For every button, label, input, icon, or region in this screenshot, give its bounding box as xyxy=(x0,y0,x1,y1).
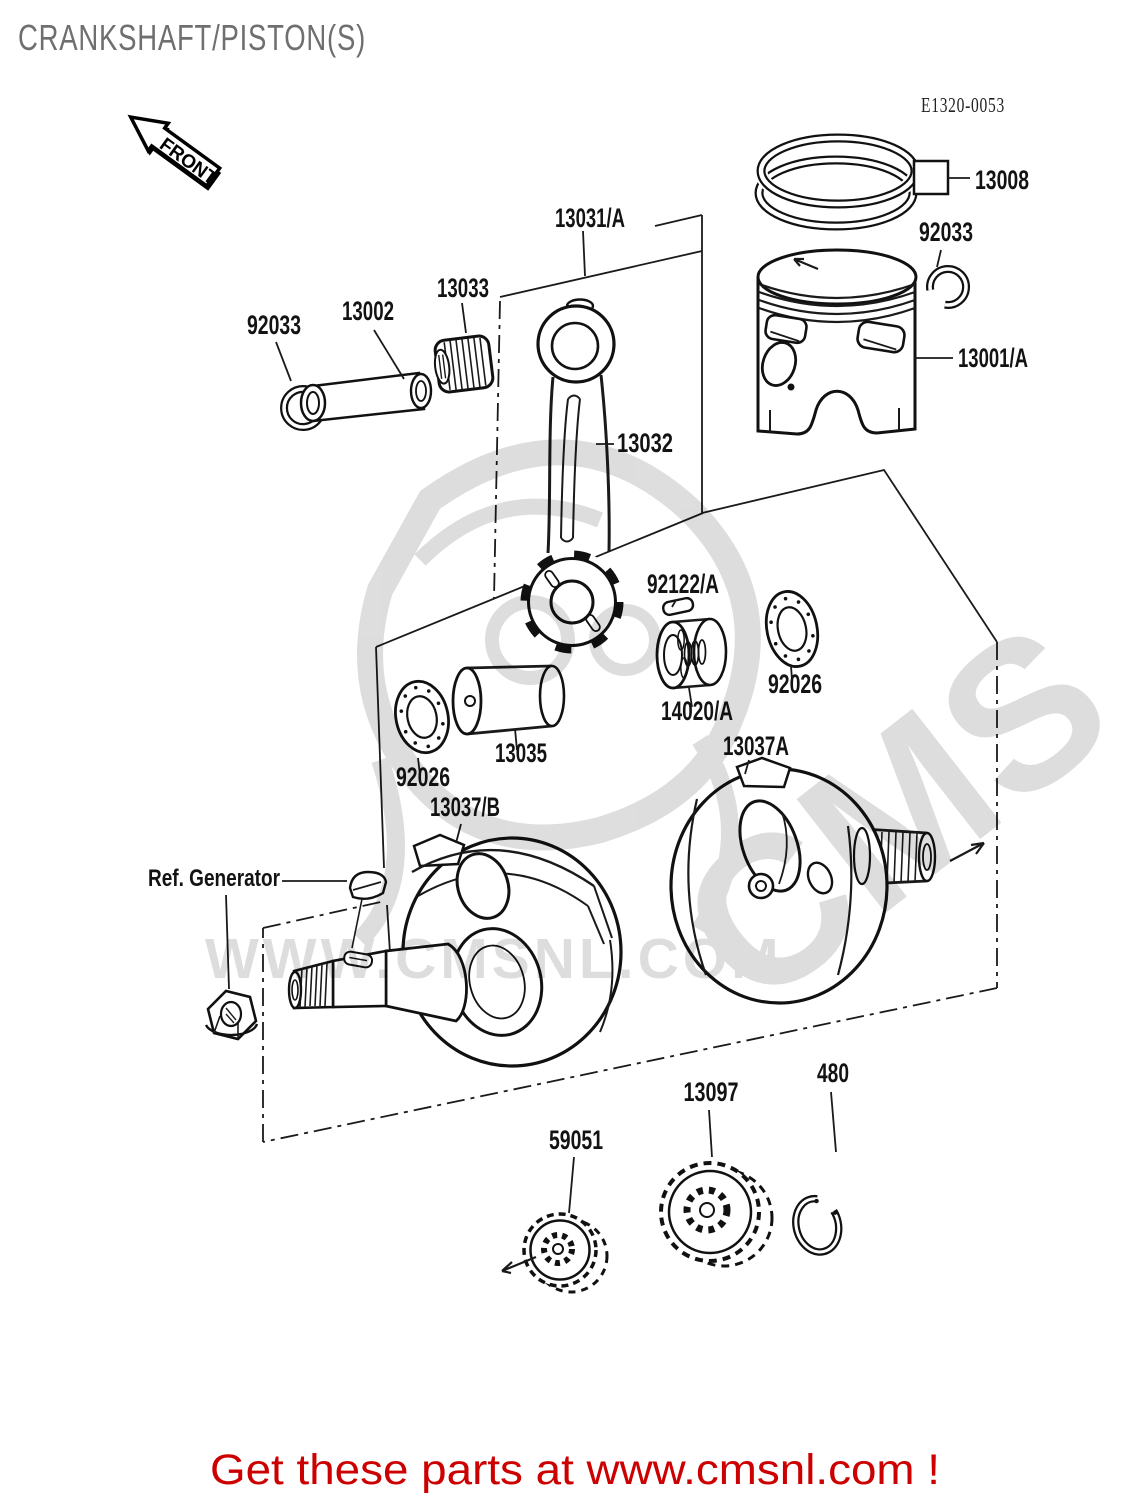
leader-lines xyxy=(225,177,970,1214)
pointer-arrow-bottom xyxy=(501,1255,537,1275)
ring-gap-marker xyxy=(912,159,950,196)
part-label-92026-right[interactable]: 92026 xyxy=(768,669,822,699)
part-label-ref-generator[interactable]: Ref. Generator xyxy=(148,865,280,892)
crown-direction-arrow xyxy=(793,257,819,271)
diagram-code: E1320-0053 xyxy=(921,93,1005,117)
watermark-url-text: WWW.CMSNL.COM xyxy=(205,927,783,991)
oil-pump-gear-drawing xyxy=(522,1212,609,1294)
crank-web-right-drawing xyxy=(669,756,937,1005)
circlip-right-drawing xyxy=(926,264,971,309)
page-title: CRANKSHAFT/PISTON(S) xyxy=(18,17,366,58)
primary-gear-drawing xyxy=(659,1161,774,1268)
part-label-480[interactable]: 480 xyxy=(817,1058,849,1088)
part-label-13001a[interactable]: 13001/A xyxy=(958,343,1028,373)
connecting-rod-drawing xyxy=(520,298,624,654)
part-label-13008[interactable]: 13008 xyxy=(975,165,1029,195)
part-label-13002[interactable]: 13002 xyxy=(342,296,394,326)
crank-web-left-drawing xyxy=(287,833,623,1068)
part-label-13037a[interactable]: 13037A xyxy=(723,731,789,761)
front-arrow: FRONT xyxy=(127,114,223,191)
crank-pin-drawing xyxy=(451,664,566,736)
part-label-13032[interactable]: 13032 xyxy=(617,428,673,458)
part-label-92122a[interactable]: 92122/A xyxy=(647,569,719,599)
piston-pin-drawing xyxy=(299,371,433,423)
big-end-bearing-drawing xyxy=(655,617,728,690)
snap-ring-drawing xyxy=(792,1194,843,1256)
part-label-92033-right[interactable]: 92033 xyxy=(919,217,973,247)
piston-rings-drawing xyxy=(754,131,950,231)
woodruff-key-drawing xyxy=(348,870,388,949)
part-label-92033-left[interactable]: 92033 xyxy=(247,310,301,340)
small-end-bearing-drawing xyxy=(433,334,495,394)
part-label-13097[interactable]: 13097 xyxy=(684,1077,739,1107)
part-label-13033[interactable]: 13033 xyxy=(437,273,489,303)
crank-pin-dowel-drawing xyxy=(661,596,695,617)
pointer-arrow-right xyxy=(949,841,985,862)
thrust-washer-left-drawing xyxy=(394,679,450,755)
part-labels: 13008 92033 13001/A 13031/A 13033 13002 … xyxy=(148,165,1029,1155)
part-label-13037b[interactable]: 13037/B xyxy=(430,792,500,822)
piston-drawing xyxy=(756,248,918,436)
part-label-14020a[interactable]: 14020/A xyxy=(661,696,733,726)
part-label-13031a[interactable]: 13031/A xyxy=(555,203,625,233)
flange-nut-drawing xyxy=(204,989,259,1041)
part-label-13035[interactable]: 13035 xyxy=(495,738,547,768)
watermark-emblem: CMS WWW.CMSNL.COM xyxy=(205,439,1146,1050)
part-label-92026-left[interactable]: 92026 xyxy=(396,762,450,792)
thrust-washer-right-drawing xyxy=(764,590,820,668)
part-label-59051[interactable]: 59051 xyxy=(549,1125,603,1155)
footer-banner-link[interactable]: Get these parts at www.cmsnl.com ! xyxy=(210,1446,940,1494)
